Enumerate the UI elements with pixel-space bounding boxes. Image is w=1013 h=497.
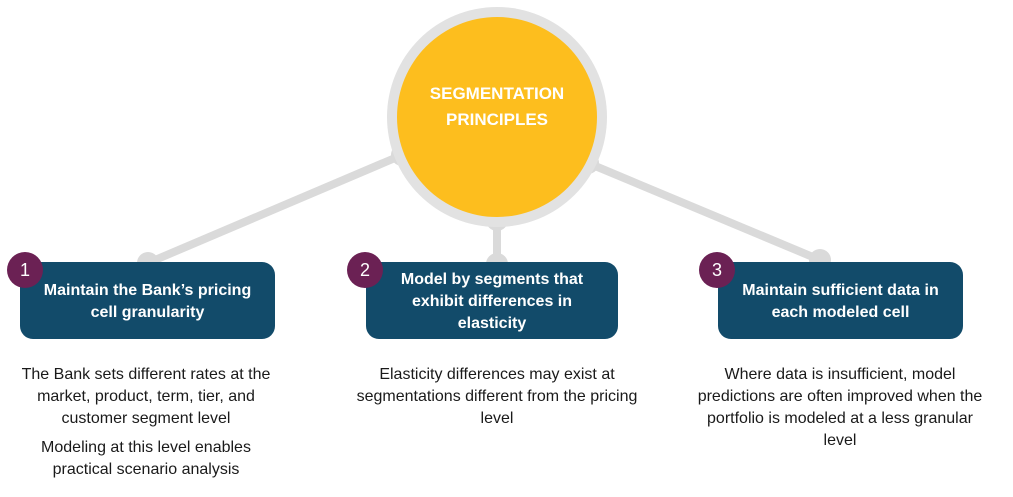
connector-line-3 xyxy=(584,159,824,264)
principle-number-badge-3: 3 xyxy=(699,252,735,288)
description-paragraph: The Bank sets different rates at the mar… xyxy=(21,366,271,427)
principle-heading-1: Maintain the Bank’s pricing cell granula… xyxy=(43,281,252,321)
principle-box-3: Maintain sufficient data in each modeled… xyxy=(718,262,963,339)
principle-box-1: Maintain the Bank’s pricing cell granula… xyxy=(20,262,275,339)
description-paragraph: Where data is insufficient, model predic… xyxy=(697,366,983,449)
principle-heading-2: Model by segments that exhibit differenc… xyxy=(400,270,584,332)
principle-description-1: The Bank sets different rates at the mar… xyxy=(20,364,272,481)
principle-description-3: Where data is insufficient, model predic… xyxy=(692,364,988,452)
principle-description-2: Elasticity differences may exist at segm… xyxy=(352,364,642,430)
description-paragraph: Modeling at this level enables practical… xyxy=(41,439,251,478)
principle-number-badge-1: 1 xyxy=(7,252,43,288)
center-title: SEGMENTATION PRINCIPLES xyxy=(429,84,565,129)
principle-heading-3: Maintain sufficient data in each modeled… xyxy=(742,281,939,321)
principle-box-2: Model by segments that exhibit differenc… xyxy=(366,262,618,339)
center-circle: SEGMENTATION PRINCIPLES xyxy=(397,17,597,217)
description-paragraph: Elasticity differences may exist at segm… xyxy=(356,366,638,427)
connector-line-1 xyxy=(144,151,406,267)
principle-number-badge-2: 2 xyxy=(347,252,383,288)
